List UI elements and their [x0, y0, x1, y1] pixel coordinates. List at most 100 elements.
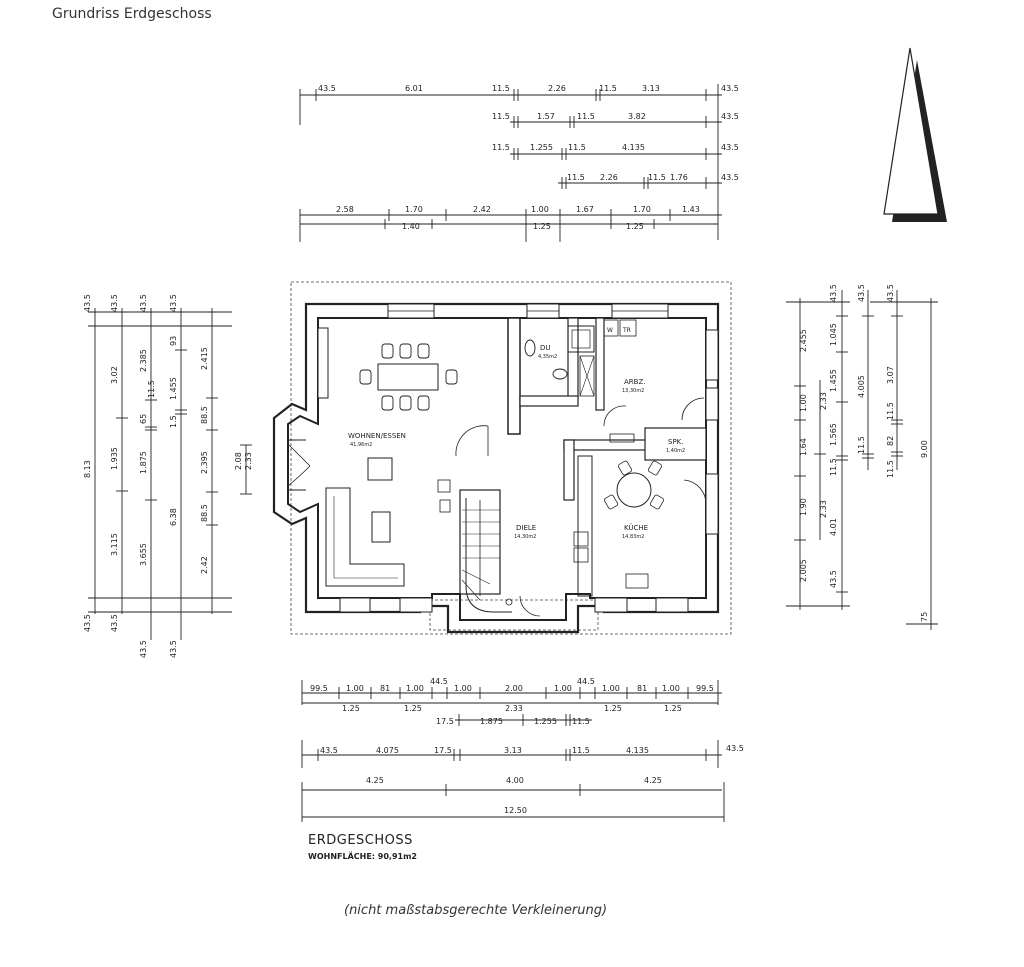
dim-bottom-r4-2: 4.25 [644, 776, 662, 785]
dim-left-c3-1: 2.385 [139, 349, 148, 372]
dim-top-r5-4: 1.67 [576, 205, 594, 214]
dim-left-c4-2: 1.455 [169, 377, 178, 400]
dim-right-c5-2: 11.5 [886, 402, 895, 420]
dim-top-r5b-1: 1.25 [533, 222, 551, 231]
dim-right-c1-1: 1.00 [799, 394, 808, 412]
dim-bottom-r4-1: 4.00 [506, 776, 524, 785]
dim-bottom-r3-6: 43.5 [726, 744, 744, 753]
dim-bottom-r1b-4: 1.25 [664, 704, 682, 713]
room-area-spk: 1,40m2 [666, 448, 685, 454]
dim-right-c3-0: 43.5 [829, 284, 838, 302]
dim-right-c3-1: 1.045 [829, 323, 838, 346]
dim-top-r3-4: 43.5 [721, 143, 739, 152]
floor-label: ERDGESCHOSS [308, 833, 413, 848]
dim-right-c6-0: 9.00 [920, 440, 929, 458]
room-area-kueche: 14,83m2 [622, 534, 644, 540]
dim-left-c6-1: 2.33 [244, 452, 253, 470]
dim-right-c1-0: 2.455 [799, 329, 808, 352]
dim-left-c3-4: 1.875 [139, 451, 148, 474]
dim-bottom-r1-12: 99.5 [696, 684, 714, 693]
dim-right-c5-0: 43.5 [886, 284, 895, 302]
dim-left-c2-1: 3.02 [110, 366, 119, 384]
dim-right-c4-2: 11.5 [857, 436, 866, 454]
dim-top-r5-3: 1.00 [531, 205, 549, 214]
room-area-diele: 14,30m2 [514, 534, 536, 540]
dim-right-c2-0: 2.33 [819, 392, 828, 410]
dim-bottom-r1b-3: 1.25 [604, 704, 622, 713]
room-label-diele: DIELE [516, 524, 536, 532]
dim-top-r1-3: 2.26 [548, 84, 566, 93]
room-label-arbz: ARBZ. [624, 378, 645, 386]
scale-note: (nicht maßstabsgerechte Verkleinerung) [344, 903, 608, 918]
dimensions-right [786, 290, 938, 630]
dim-left-c2-2: 1.935 [110, 447, 119, 470]
dim-left-c2-3: 3.115 [110, 533, 119, 556]
dimensions-bottom [301, 680, 725, 822]
dim-bottom-r1b-2: 2.33 [505, 704, 523, 713]
dim-bottom-r1-4: 44.5 [430, 677, 448, 686]
dim-left-c4-4: 6.38 [169, 508, 178, 526]
dim-bottom-r1-8: 44.5 [577, 677, 595, 686]
dim-bottom-r1-1: 1.00 [346, 684, 364, 693]
dim-top-r3-2: 11.5 [568, 143, 586, 152]
dim-bottom-r2-0: 17.5 [436, 717, 454, 726]
room-label-du: DU [540, 344, 551, 352]
dim-left-c3-6: 43.5 [139, 640, 148, 658]
page-title: Grundriss Erdgeschoss [52, 6, 212, 22]
dim-right-c2-1: 2.33 [819, 500, 828, 518]
dim-top-r1-5: 3.13 [642, 84, 660, 93]
dim-left-c5-3: 88.5 [200, 504, 209, 522]
dim-bottom-r3-2: 17.5 [434, 746, 452, 755]
dim-right-c4-1: 4.005 [857, 375, 866, 398]
dim-right-c3-5: 4.01 [829, 518, 838, 536]
dim-left-c1-0: 43.5 [83, 294, 92, 312]
dim-left-c3-5: 3.655 [139, 543, 148, 566]
dim-top-r4-3: 1.76 [670, 173, 688, 182]
dim-right-c1-4: 2.005 [799, 559, 808, 582]
dim-right-c1-3: 1.90 [799, 498, 808, 516]
dim-top-r1-6: 43.5 [721, 84, 739, 93]
dim-top-r2-0: 11.5 [492, 112, 510, 121]
dim-bottom-r3-1: 4.075 [376, 746, 399, 755]
dim-right-c5-4: 11.5 [886, 460, 895, 478]
dimensions-top [299, 84, 722, 242]
dim-left-c5-1: 88.5 [200, 406, 209, 424]
dim-top-r5-6: 1.43 [682, 205, 700, 214]
dim-right-c3-3: 1.565 [829, 423, 838, 446]
dim-bottom-r1-2: 81 [380, 684, 390, 693]
dim-bottom-r1-0: 99.5 [310, 684, 328, 693]
dim-right-c3-4: 11.5 [829, 458, 838, 476]
dim-top-r5-1: 1.70 [405, 205, 423, 214]
dim-bottom-r3-4: 11.5 [572, 746, 590, 755]
dim-bottom-r3-5: 4.135 [626, 746, 649, 755]
dim-bottom-r1-3: 1.00 [406, 684, 424, 693]
dim-left-c5-0: 2.415 [200, 347, 209, 370]
dim-left-c3-0: 43.5 [139, 294, 148, 312]
north-arrow-icon [883, 47, 947, 222]
dim-left-c3-3: 11.5 [147, 380, 156, 398]
dim-bottom-r3-3: 3.13 [504, 746, 522, 755]
dim-bottom-r1-11: 1.00 [662, 684, 680, 693]
dim-right-c1-2: 1.64 [799, 438, 808, 456]
dim-bottom-r2-3: 11.5 [572, 717, 590, 726]
dim-top-r2-2: 11.5 [577, 112, 595, 121]
dim-top-r3-3: 4.135 [622, 143, 645, 152]
dim-left-c4-0: 43.5 [169, 294, 178, 312]
dim-top-r1-4: 11.5 [599, 84, 617, 93]
dim-top-r3-1: 1.255 [530, 143, 553, 152]
dim-top-r1-0: 43.5 [318, 84, 336, 93]
dim-top-r5-5: 1.70 [633, 205, 651, 214]
dim-top-r5b-2: 1.25 [626, 222, 644, 231]
dim-top-r1-2: 11.5 [492, 84, 510, 93]
dim-top-r5-0: 2.58 [336, 205, 354, 214]
living-area-label: WOHNFLÄCHE: 90,91m2 [308, 852, 417, 861]
dim-right-c3-2: 1.455 [829, 369, 838, 392]
dim-left-c4-3: 1.5 [169, 415, 178, 428]
dim-bottom-r4-0: 4.25 [366, 776, 384, 785]
dim-top-r2-1: 1.57 [537, 112, 555, 121]
dim-left-c1-1: 8.13 [83, 460, 92, 478]
room-area-arbz: 13,30m2 [622, 388, 644, 394]
dim-top-r1-1: 6.01 [405, 84, 423, 93]
room-label-kueche: KÜCHE [624, 523, 648, 532]
